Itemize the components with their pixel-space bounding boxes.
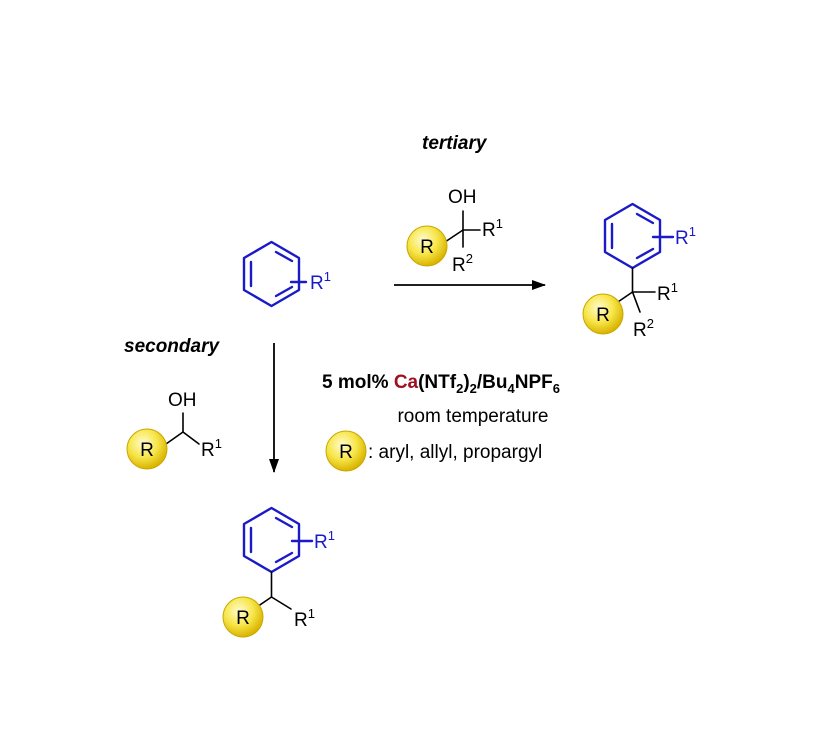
secondary-oh: OH — [168, 390, 197, 411]
conditions-temperature: room temperature — [397, 406, 548, 427]
legend-text: : aryl, allyl, propargyl — [368, 442, 542, 463]
tertiary-label: tertiary — [422, 133, 488, 154]
tertiary-r2: R2 — [452, 251, 473, 276]
secondary-r-ball — [126, 428, 168, 470]
product-tert-r2: R2 — [633, 316, 654, 341]
product-sec-r1: R1 — [294, 606, 315, 631]
product-tert-r1: R1 — [657, 280, 678, 305]
product-sec-r: R — [236, 608, 250, 629]
starting-arene: R1 — [242, 240, 331, 308]
secondary-product: R1 R1 R — [222, 506, 335, 638]
product-sec-r1-ring: R1 — [314, 528, 335, 553]
legend-r: R — [339, 442, 353, 463]
tertiary-r: R — [420, 237, 434, 258]
product-tert-r: R — [596, 305, 610, 326]
tertiary-oh: OH — [448, 187, 477, 208]
tertiary-product: R1 R1 R2 R — [582, 202, 696, 341]
tertiary-r-ball — [406, 225, 448, 267]
secondary-r: R — [140, 440, 154, 461]
product-sec-r-ball — [222, 596, 264, 638]
conditions-catalyst: 5 mol% Ca(NTf2)2/Bu4NPF6 — [322, 372, 560, 396]
product-tert-r1-ring: R1 — [675, 224, 696, 249]
arene-r1: R1 — [310, 269, 331, 294]
secondary-r1: R1 — [201, 436, 222, 461]
tertiary-r1: R1 — [482, 216, 503, 241]
conditions-r-legend: R : aryl, allyl, propargyl — [325, 430, 542, 472]
secondary-label: secondary — [124, 336, 220, 357]
legend-r-ball — [325, 430, 367, 472]
tertiary-alcohol: OH R1 R2 R — [406, 187, 503, 276]
product-tert-r-ball — [582, 293, 624, 335]
secondary-alcohol: OH R1 R — [126, 390, 222, 470]
